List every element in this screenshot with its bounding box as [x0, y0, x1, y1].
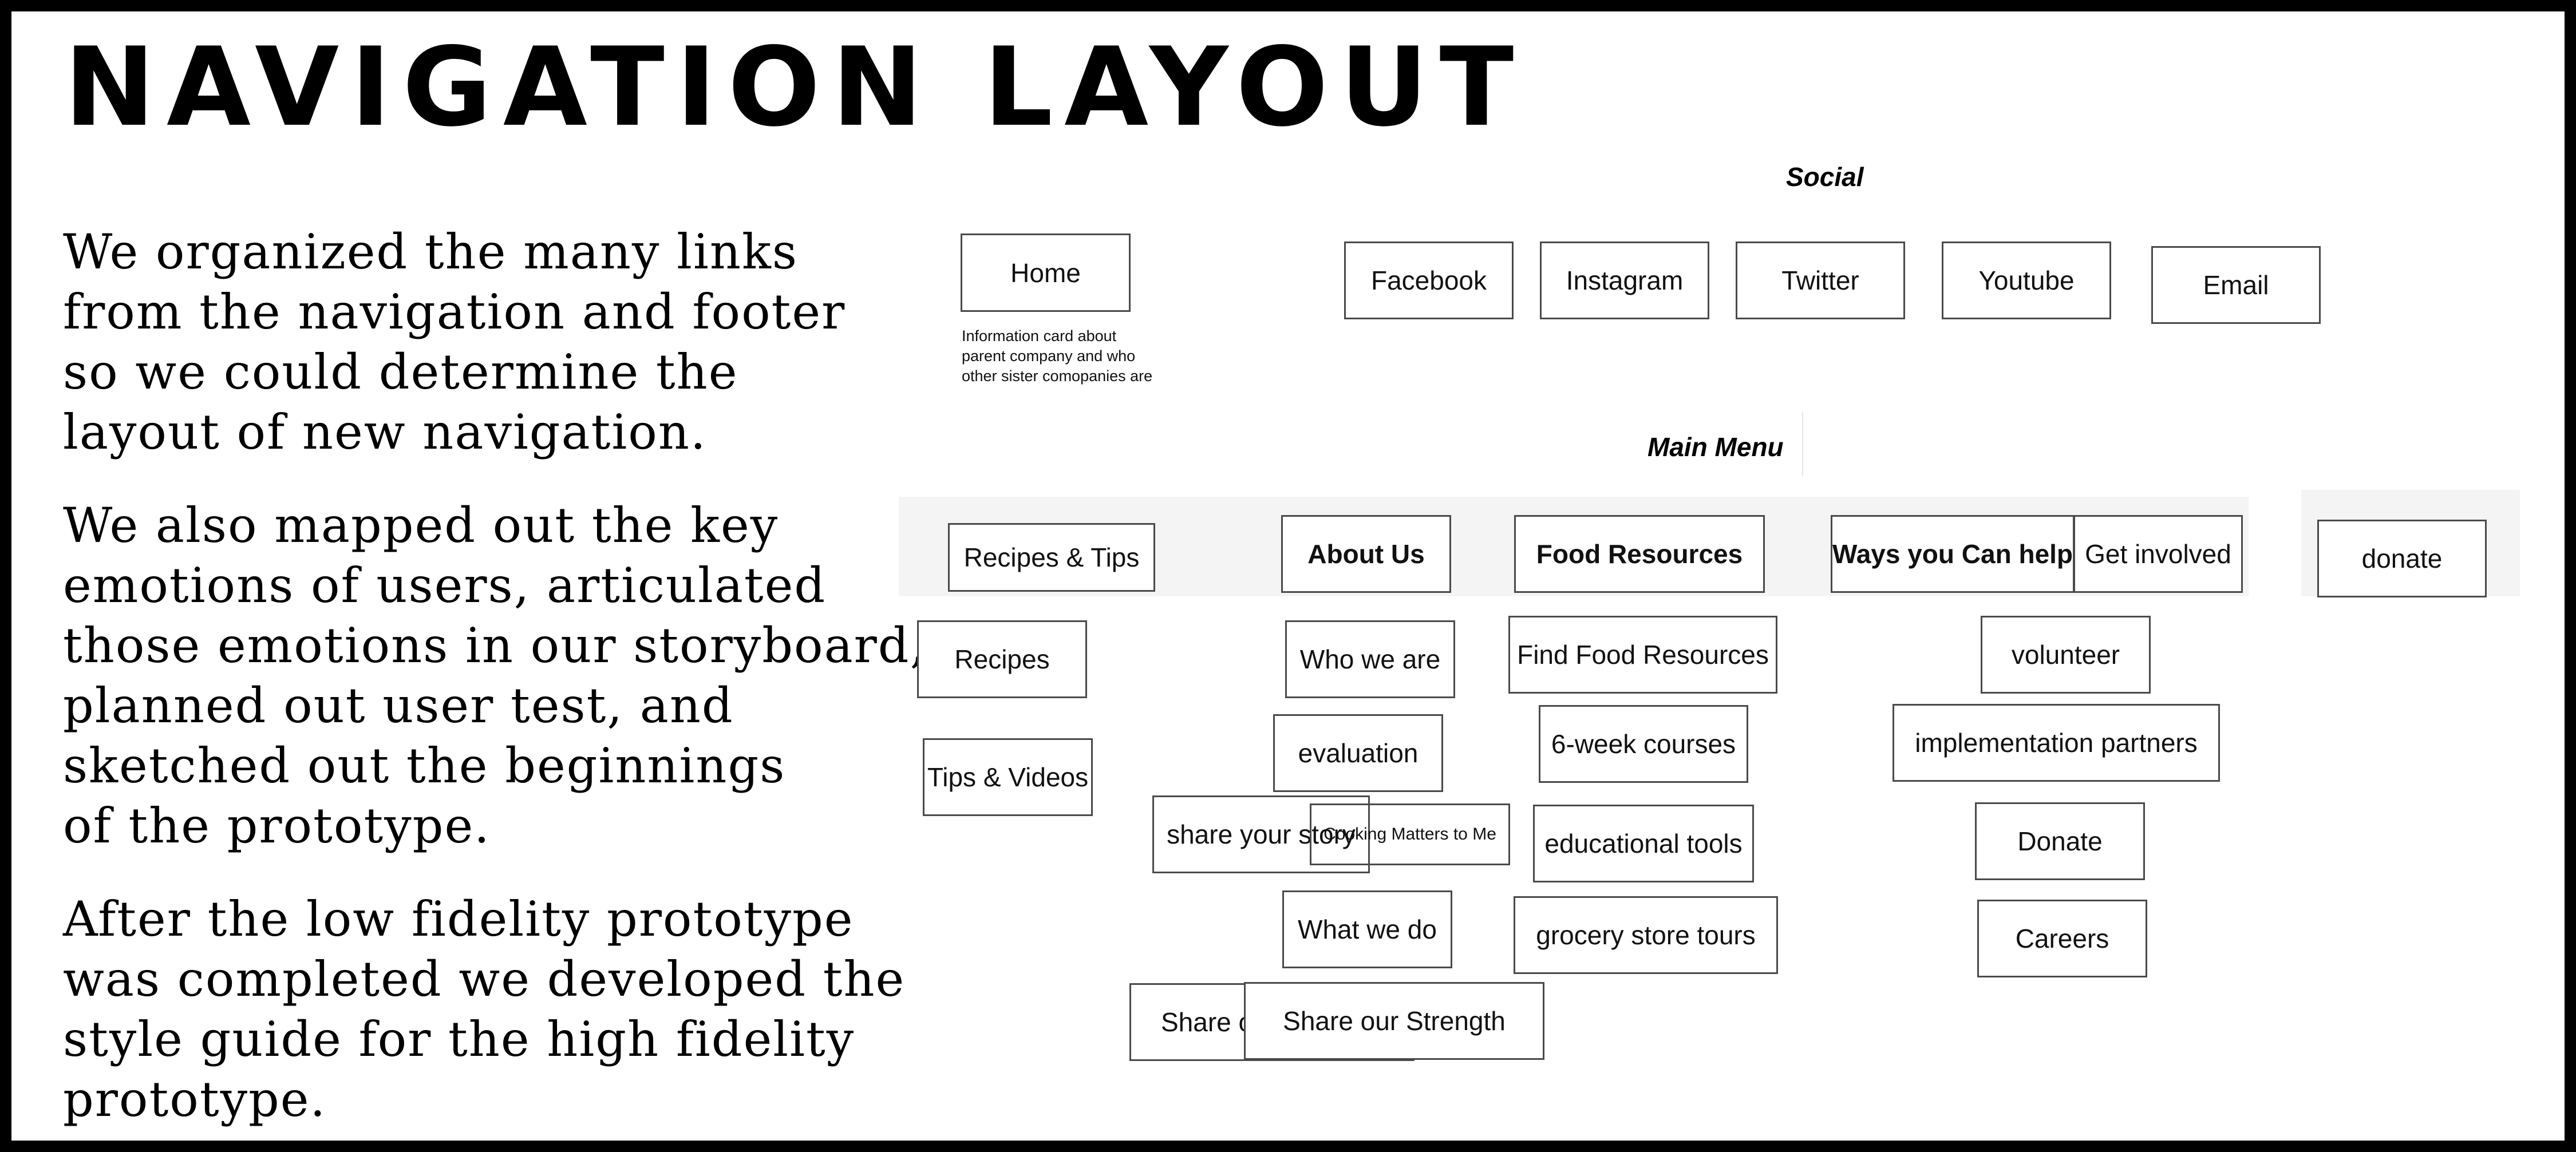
home-box: Home	[961, 233, 1131, 312]
description-paragraph-3: After the low fidelity prototype was com…	[63, 891, 906, 1127]
evaluation-box: evaluation	[1273, 714, 1443, 792]
description-paragraph-1: We organized the many links from the nav…	[63, 224, 846, 460]
social-facebook-box: Facebook	[1344, 242, 1514, 319]
main-menu-heading: Main Menu	[1647, 432, 1784, 462]
find-food-resources-box: Find Food Resources	[1508, 616, 1777, 694]
tips-videos-box: Tips & Videos	[923, 738, 1093, 816]
share-your-story-box: share your story	[1152, 795, 1370, 873]
implementation-partners-box: implementation partners	[1893, 704, 2220, 782]
share-our-strength-box: Share our Strength	[1244, 982, 1544, 1060]
six-week-courses-box: 6-week courses	[1539, 705, 1748, 783]
grocery-store-tours-box: grocery store tours	[1514, 896, 1778, 974]
menu-donate: donate	[2317, 520, 2487, 597]
social-heading: Social	[1786, 162, 1864, 192]
social-instagram-box: Instagram	[1540, 242, 1709, 319]
careers-box: Careers	[1977, 900, 2147, 977]
volunteer-box: volunteer	[1981, 616, 2151, 694]
menu-about-us: About Us	[1281, 515, 1451, 593]
description: We organized the many links from the nav…	[63, 222, 927, 1141]
description-paragraph-2: We also mapped out the key emotions of u…	[63, 497, 927, 854]
who-we-are-box: Who we are	[1285, 620, 1455, 698]
menu-food-resources: Food Resources	[1514, 515, 1765, 593]
educational-tools-box: educational tools	[1533, 805, 1754, 882]
donate-box: Donate	[1975, 802, 2145, 880]
cooking-matters-to-me-box: Cooking Matters to Me	[1310, 803, 1510, 865]
recipes-box: Recipes	[917, 620, 1087, 698]
menu-get-involved: Get involved	[2073, 515, 2243, 593]
menu-ways-you-can-help: Ways you Can help	[1831, 515, 2075, 593]
social-twitter-box: Twitter	[1736, 242, 1905, 319]
home-info-note: Information card about parent company an…	[962, 327, 1153, 385]
social-email-box: Email	[2151, 246, 2321, 324]
page-title: NAVIGATION LAYOUT	[64, 24, 1526, 151]
social-youtube-box: Youtube	[1942, 242, 2111, 319]
what-we-do-box: What we do	[1282, 890, 1452, 968]
divider-line	[1802, 412, 1803, 476]
menu-recipes-tips: Recipes & Tips	[948, 523, 1155, 592]
